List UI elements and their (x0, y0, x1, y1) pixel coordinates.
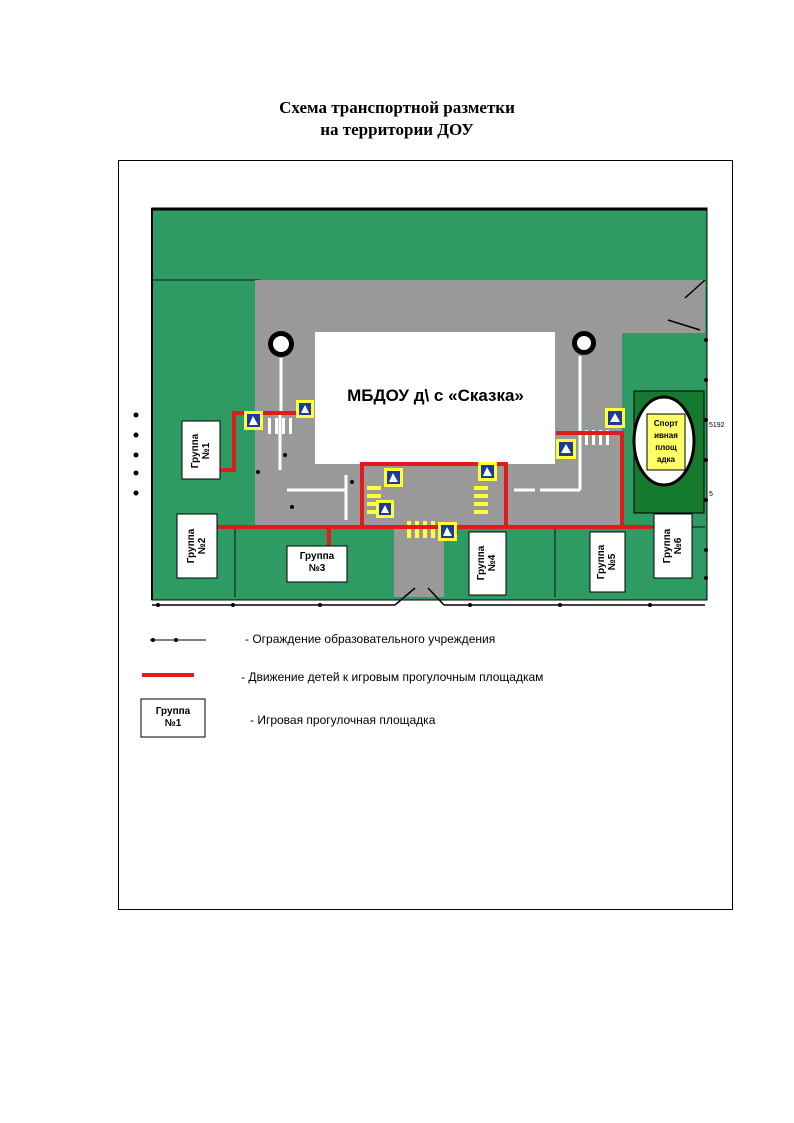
group-1-box (181, 420, 221, 480)
legend-playground-text: - Игровая прогулочная площадка (250, 713, 436, 727)
group-number: №6 (673, 537, 684, 555)
pedestrian-crossing-sign-icon (605, 408, 625, 428)
group-name: Группа (186, 528, 197, 564)
tree-icon (256, 453, 354, 509)
sport-area-label-line: адка (657, 455, 675, 464)
building-label: МБДОУ д\ с «Сказка» (347, 386, 524, 405)
group-name: Группа (155, 706, 191, 717)
diagram-frame (118, 160, 733, 910)
group-number: №5 (607, 553, 618, 571)
diagram-title-line1: Схема транспортной разметки (279, 98, 515, 117)
group-6-box (653, 513, 693, 579)
lamp-icon (572, 331, 596, 410)
group-number: №1 (201, 442, 212, 460)
pedestrian-crossing-sign-icon (384, 468, 403, 487)
sport-area-label-line: ивная (654, 431, 678, 440)
pedestrian-crossing-sign-icon (244, 411, 263, 430)
legend-route-text: - Движение детей к игровым прогулочным п… (241, 670, 544, 684)
group-2-box (176, 513, 218, 579)
pedestrian-crossing-sign-icon (556, 439, 576, 459)
group-number: №3 (308, 563, 326, 574)
group-number: №1 (164, 718, 182, 729)
sport-area-label-box (646, 413, 686, 471)
top-gate (684, 279, 706, 299)
kindergarten-building (315, 332, 555, 464)
legend-fence-dot (174, 638, 178, 642)
children-route (212, 411, 652, 547)
group-name: Группа (596, 544, 607, 580)
diagram-title-line2: на территории ДОУ (320, 120, 474, 139)
edge-mark: 5192 (709, 422, 725, 429)
group-name: Группа (190, 433, 201, 469)
entrance-road (394, 527, 444, 597)
legend-fence-text: - Ограждение образовательного учреждения (245, 632, 496, 646)
lamp-icon (268, 331, 294, 412)
group-name: Группа (662, 528, 673, 564)
group-number: №2 (197, 537, 208, 555)
sport-area-label-line: Спорт (653, 419, 679, 428)
road-markings (278, 410, 582, 520)
edge-mark: 5 (709, 491, 713, 498)
group-5-box (589, 531, 626, 593)
top-gate (667, 319, 701, 331)
group-name: Группа (299, 551, 335, 562)
gate (394, 587, 416, 606)
pedestrian-crossing-sign-icon (376, 500, 394, 518)
sport-area-label-line: площ (655, 443, 677, 452)
fence-posts (156, 338, 708, 607)
legend-group-box (140, 698, 206, 738)
crosswalk-stripes (268, 418, 609, 445)
pedestrian-crossing-sign-icon (296, 400, 314, 418)
pedestrian-crossing-sign-icon (478, 462, 497, 481)
sport-area-label: Спорт ивная площ адка (647, 418, 685, 466)
group-name: Группа (476, 545, 487, 581)
pedestrian-crossing-sign-icon (438, 522, 457, 541)
left-edge-dots (133, 412, 139, 496)
group-number: №4 (487, 554, 498, 572)
crosswalk-stripes (367, 486, 488, 538)
group-3-box (286, 545, 348, 583)
group-4-box (468, 531, 507, 596)
legend-fence-dot (151, 638, 155, 642)
gate (427, 587, 445, 606)
